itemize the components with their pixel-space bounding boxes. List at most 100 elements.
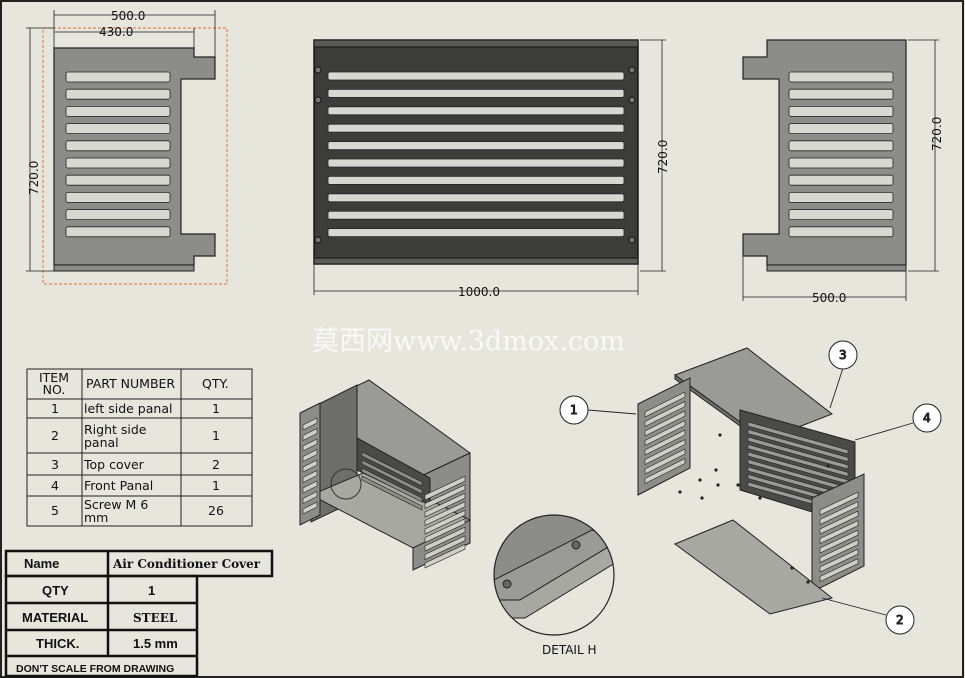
material-label: MATERIAL (22, 610, 88, 625)
louver-slot (302, 501, 318, 515)
louver-slot (327, 141, 625, 151)
iso-inner-slots (361, 451, 423, 511)
louver-slot (302, 438, 318, 452)
balloon-label: 3 (839, 348, 847, 362)
exploded-bottom-plate (673, 519, 834, 615)
louver-slot (424, 501, 466, 526)
louver-slot (302, 491, 318, 504)
louver-slot (644, 429, 686, 456)
thick-label: THICK. (36, 636, 79, 651)
louver-slot (302, 449, 318, 462)
louver-slot (788, 209, 894, 221)
bom-qty: 1 (212, 428, 220, 443)
louver-slot (644, 458, 686, 484)
louver-slot (302, 428, 318, 441)
louver-slot (65, 106, 171, 117)
louver-slot (327, 193, 625, 203)
bom-qty: 26 (208, 503, 224, 518)
louver-slot (788, 123, 894, 134)
iso-left-slots (302, 417, 318, 515)
material-value: STEEL (133, 611, 178, 625)
screw-head (502, 579, 512, 589)
mount-hole (314, 236, 322, 244)
front-top-rail (313, 39, 639, 48)
louver-slot (302, 417, 318, 431)
bom-qty: 1 (212, 478, 220, 493)
louver-slot (819, 548, 859, 573)
qty-label: QTY (42, 583, 69, 598)
iso-right-slots (424, 475, 466, 569)
louver-slot (788, 71, 894, 83)
louver-slot (65, 226, 171, 238)
louver-slot (819, 558, 859, 582)
louver-slot (788, 106, 894, 117)
exploded-screws (678, 433, 830, 584)
balloon-label: 1 (570, 403, 578, 417)
louver-slot (644, 401, 686, 427)
louver-slot (361, 459, 423, 495)
right-width-label: 500.0 (812, 291, 846, 305)
left-dim-overall (26, 10, 216, 272)
front-slot-grid (327, 71, 625, 238)
right-panel-lip (766, 264, 907, 272)
detail-h-marker (330, 468, 362, 500)
louver-slot (819, 510, 859, 535)
louver-slot (361, 451, 423, 487)
assembled-isometric-view (299, 379, 472, 571)
exploded-right-slots (819, 491, 859, 582)
right-slot-grid (788, 71, 894, 238)
louver-slot (788, 88, 894, 100)
louver-slot (361, 475, 423, 511)
name-label: Name (24, 556, 59, 571)
louver-slot (424, 543, 466, 569)
watermark: 莫西网www.3dmox.com (312, 326, 625, 357)
louver-slot (644, 410, 686, 437)
left-width-inner-label: 430.0 (99, 25, 133, 39)
louver-slot (788, 191, 894, 203)
louver-slot (65, 157, 171, 169)
mount-hole (628, 96, 636, 104)
louver-slot (819, 491, 859, 516)
front-dims (313, 39, 666, 295)
bom-header-part: PART NUMBER (86, 376, 175, 391)
bom-item: 3 (51, 457, 59, 472)
exploded-left-slots (644, 391, 686, 484)
louver-slot (327, 158, 625, 168)
left-width-overall-label: 500.0 (111, 9, 145, 23)
louver-slot (65, 191, 171, 203)
louver-slot (788, 174, 894, 186)
left-side-view: 500.0 430.0 720.0 (26, 9, 228, 285)
louver-slot (424, 492, 466, 518)
left-panel-lip (53, 264, 195, 272)
louver-slot (65, 140, 171, 152)
louver-slot (819, 520, 859, 544)
mount-hole (628, 66, 636, 74)
detail-h-view: DETAIL H (493, 514, 615, 657)
front-height-label: 720.0 (656, 140, 670, 174)
louver-slot (302, 470, 318, 483)
louver-slot (819, 539, 859, 563)
louver-slot (65, 174, 171, 186)
louver-slot (361, 467, 423, 503)
louver-slot (747, 436, 849, 470)
louver-slot (65, 123, 171, 134)
louver-slot (644, 448, 686, 475)
louver-slot (327, 71, 625, 81)
bom-part: left side panal (84, 401, 172, 416)
mount-hole (314, 66, 322, 74)
left-height-label: 720.0 (27, 161, 41, 195)
louver-slot (788, 157, 894, 169)
louver-slot (424, 518, 466, 543)
bom-part: Top cover (83, 457, 145, 472)
name-value: Air Conditioner Cover (112, 557, 261, 571)
louver-slot (819, 501, 859, 525)
bom-item: 5 (51, 503, 59, 518)
front-view: 720.0 1000.0 (313, 39, 670, 299)
mount-hole (314, 96, 322, 104)
bom-item: 2 (51, 428, 59, 443)
bom-part: Front Panal (84, 478, 153, 493)
balloon (828, 340, 858, 370)
